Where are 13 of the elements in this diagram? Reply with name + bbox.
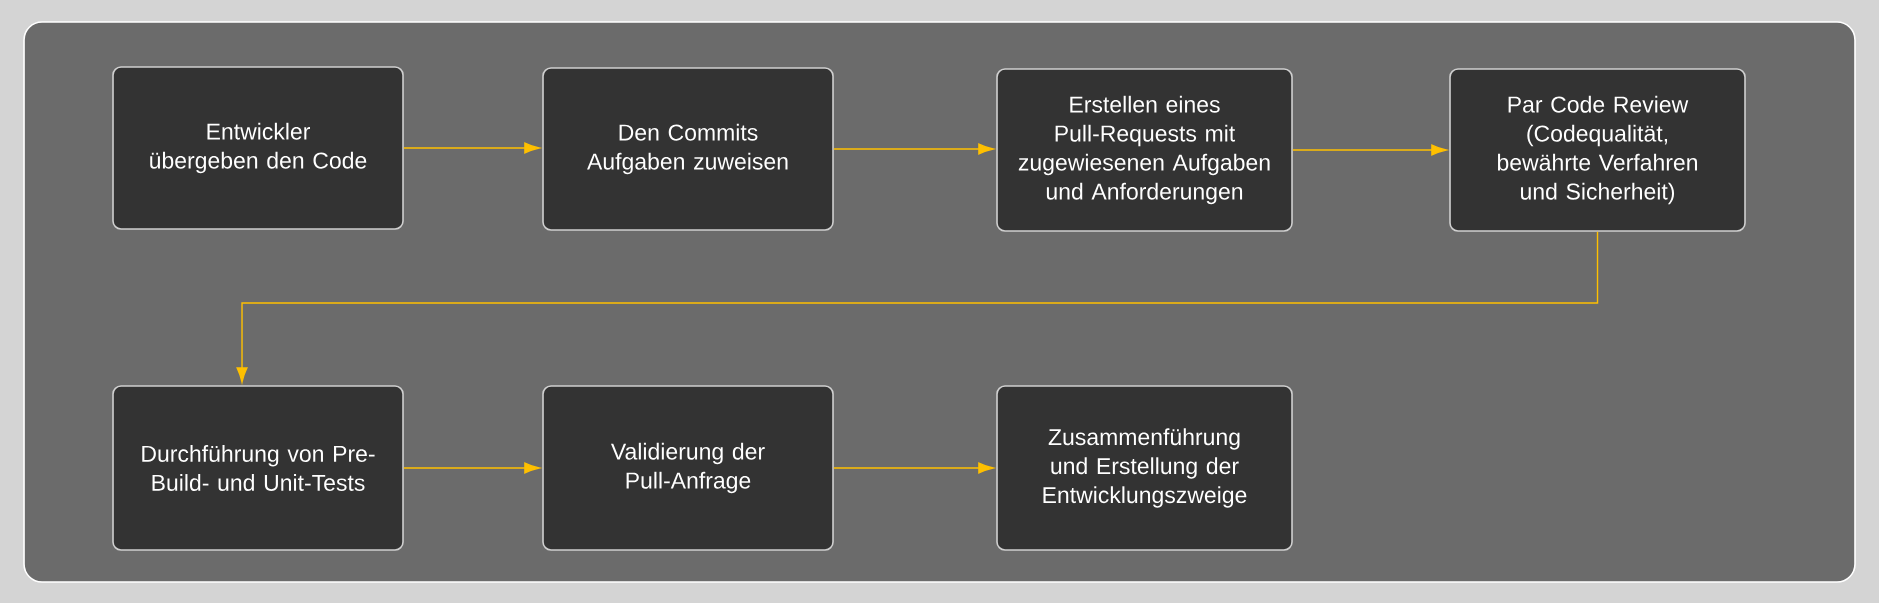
process-box: Erstellen eines Pull-Requests mit zugewiesenen Aufgaben und Anforderungen <box>996 68 1293 232</box>
process-box: Entwickler übergeben den Code <box>112 66 404 230</box>
arrow <box>236 231 1599 383</box>
process-box: Durchführung von Pre-Build- und Unit-Tests <box>112 385 404 551</box>
process-box: Validierung der Pull-Anfrage <box>542 385 834 551</box>
process-box: Zusammenführung und Erstellung der Entwicklungszweige <box>996 385 1293 551</box>
process-box: Den Commits Aufgaben zuweisen <box>542 67 834 231</box>
arrow <box>833 143 994 155</box>
process-box: Par Code Review (Codequalität, bewährte Verfahren und Sicherheit) <box>1449 68 1746 232</box>
arrow <box>833 462 994 474</box>
arrow <box>403 462 540 474</box>
arrow <box>1292 144 1447 156</box>
arrow <box>403 142 540 154</box>
